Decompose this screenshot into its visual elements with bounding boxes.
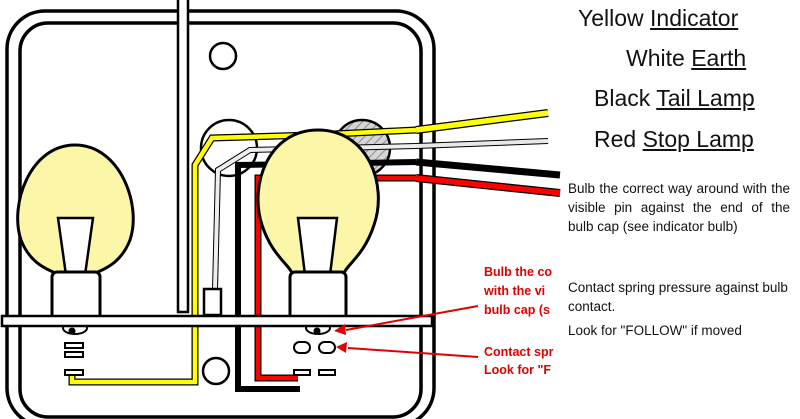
legend-yellow: Yellow Indicator — [578, 5, 738, 32]
cable-wires — [415, 109, 561, 197]
note-contact-spring: Contact spring pressure against bulb con… — [568, 280, 788, 314]
callout-spring-line: Look for "F — [484, 363, 552, 377]
indicator-bulb-contact — [68, 327, 76, 335]
callout-bulb-line: Bulb the co — [484, 265, 553, 279]
mounting-hole-top — [208, 41, 238, 71]
legend-color-word: White — [626, 45, 685, 71]
legend-color-word: Yellow — [578, 5, 644, 31]
bulb-holder-bracket — [0, 314, 434, 328]
contact-springs — [64, 341, 336, 376]
legend-black: Black Tail Lamp — [594, 85, 755, 112]
legend-white: White Earth — [626, 45, 746, 72]
callout-bulb-line: with the vi — [484, 284, 546, 298]
earth-tag — [202, 287, 223, 317]
legend-function: Stop Lamp — [642, 126, 754, 152]
legend-function: Earth — [691, 45, 747, 71]
legend-function: Tail Lamp — [656, 85, 755, 111]
callout-spring-line: Contact spr — [484, 345, 554, 359]
legend-function: Indicator — [650, 5, 739, 31]
annotation-arrows — [334, 305, 479, 358]
centre-divider — [176, 0, 190, 314]
callout-bulb-line: bulb cap (s — [484, 303, 550, 317]
tail-stop-bulb — [256, 128, 380, 335]
tail-stop-bulb-contact — [313, 327, 321, 335]
legend-red: Red Stop Lamp — [594, 126, 754, 153]
legend-color-word: Red — [594, 126, 637, 152]
legend-color-word: Black — [594, 85, 651, 111]
note-bulb-orientation: Bulb the correct way around with the vis… — [568, 181, 790, 234]
note-follow: Look for "FOLLOW" if moved — [568, 323, 742, 338]
mounting-hole-bottom — [201, 356, 231, 386]
